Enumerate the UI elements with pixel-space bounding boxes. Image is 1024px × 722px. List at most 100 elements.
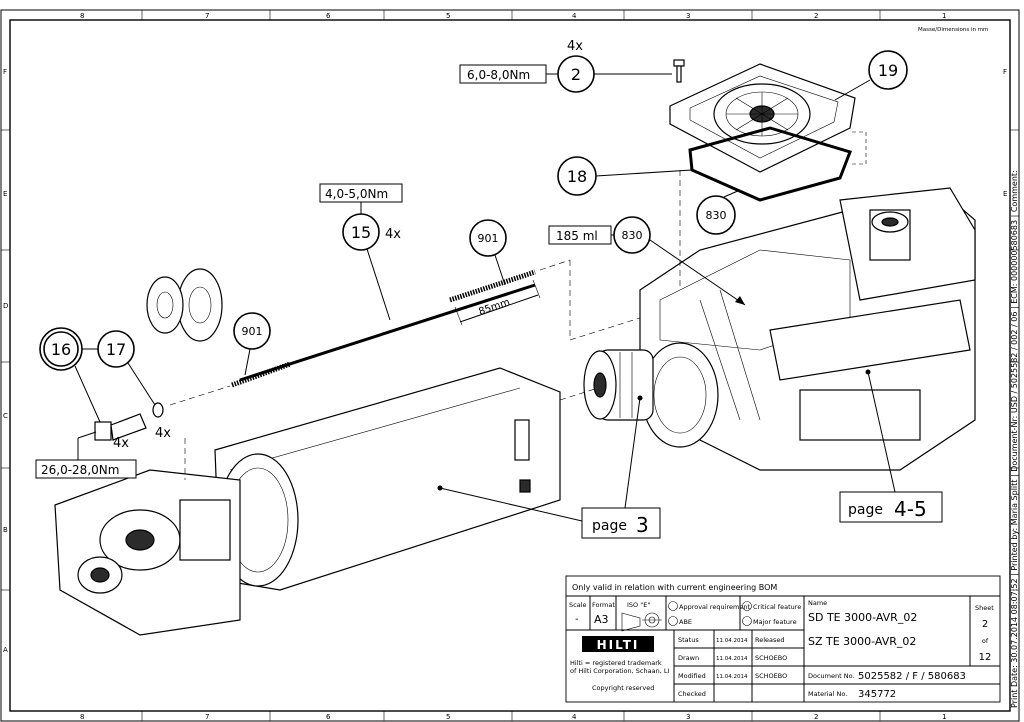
critical-label: Critical feature xyxy=(753,603,801,611)
scale-value: - xyxy=(575,614,579,625)
cylinder-body-part xyxy=(215,368,560,590)
cover-plate-part-19 xyxy=(670,64,855,172)
drawn-row-date: 11.04.2014 xyxy=(716,656,748,662)
callout-16-num: 16 xyxy=(51,340,71,359)
zone-left-E: E xyxy=(3,190,7,198)
torque-2-text: 6,0-8,0Nm xyxy=(467,68,530,82)
qty-16-text: 4x xyxy=(113,436,129,451)
material-no-label: Material No. xyxy=(808,690,847,698)
zone-bottom-6: 6 xyxy=(326,713,331,721)
callout-19: 19 xyxy=(835,51,907,100)
title-block: Only valid in relation with current engi… xyxy=(566,576,1000,702)
zone-bottom-8: 8 xyxy=(80,713,84,721)
name-label: Name xyxy=(808,599,827,607)
zone-right-F: F xyxy=(1003,68,1007,76)
callout-15: 4,0-5,0Nm 15 4x xyxy=(320,184,402,320)
piston-part xyxy=(584,350,653,420)
sheet-of-label: of xyxy=(982,637,989,645)
threaded-rod-part-901-right xyxy=(450,272,535,300)
callout-2: 6,0-8,0Nm 2 4x xyxy=(460,39,672,92)
page-3-word: page xyxy=(592,518,627,534)
approval-label: Approval requirement xyxy=(679,603,750,611)
callout-16: 16 xyxy=(40,328,100,422)
threaded-rod-part-901-left xyxy=(232,364,290,385)
drawn-row: Drawn 11.04.2014 SCHOEBO xyxy=(678,654,787,662)
zone-top-4: 4 xyxy=(572,12,577,20)
callout-901-left: 901 xyxy=(234,313,270,375)
drawing-name-2: SZ TE 3000-AVR_02 xyxy=(808,635,916,648)
washer-detail-part-17 xyxy=(147,269,222,417)
iso-label: ISO "E" xyxy=(627,601,650,609)
callout-17: 17 xyxy=(82,331,155,405)
zone-bottom-3: 3 xyxy=(686,713,690,721)
zone-left-B: B xyxy=(3,526,8,534)
material-no-value: 345772 xyxy=(858,689,896,700)
drawn-row-label: Drawn xyxy=(678,654,699,662)
scale-label: Scale xyxy=(569,601,587,609)
long-bolt-part-15 xyxy=(240,285,535,380)
copyright-text: Copyright reserved xyxy=(592,684,654,692)
status-row-label: Status xyxy=(678,636,699,644)
document-no-label: Document No. xyxy=(808,672,855,680)
drawing-name-1: SD TE 3000-AVR_02 xyxy=(808,611,917,624)
modified-row-value: SCHOEBO xyxy=(755,672,787,680)
callout-830-seal-num: 830 xyxy=(706,209,727,222)
zone-right-E: E xyxy=(1003,190,1007,198)
grease-volume-text: 185 ml xyxy=(556,229,598,243)
callout-830-seal: 830 xyxy=(697,190,740,234)
torque-16-text: 26,0-28,0Nm xyxy=(41,463,119,477)
checked-row-label: Checked xyxy=(678,690,706,698)
status-row-date: 11.04.2014 xyxy=(716,638,748,644)
zone-left-C: C xyxy=(3,412,8,420)
zone-bottom-1: 1 xyxy=(942,713,946,721)
zone-top-7: 7 xyxy=(205,12,209,20)
zone-top-3: 3 xyxy=(686,12,690,20)
status-row: Status 11.04.2014 Released xyxy=(678,636,785,644)
document-no-value: 5025582 / F / 580683 xyxy=(858,671,966,682)
page-3-num: 3 xyxy=(636,513,649,537)
zone-left-D: D xyxy=(3,302,8,310)
modified-row-label: Modified xyxy=(678,672,706,680)
sheet-number: 2 xyxy=(982,619,988,630)
zone-top-6: 6 xyxy=(326,12,331,20)
trademark-line-1: Hilti = registered trademark xyxy=(570,659,662,667)
zone-top-5: 5 xyxy=(446,12,450,20)
zone-bottom-5: 5 xyxy=(446,713,450,721)
zone-bottom-2: 2 xyxy=(814,713,818,721)
callout-19-num: 19 xyxy=(878,61,898,80)
callout-901-left-num: 901 xyxy=(242,325,263,338)
zone-bottom-7: 7 xyxy=(205,713,209,721)
trademark-line-2: of Hilti Corporation, Schaan, LI xyxy=(570,667,669,675)
zone-left-F: F xyxy=(3,68,7,76)
zone-left-A: A xyxy=(3,646,8,654)
status-row-value: Released xyxy=(755,636,785,644)
zone-top-2: 2 xyxy=(814,12,818,20)
callout-15-num: 15 xyxy=(351,223,371,242)
sheet-total: 12 xyxy=(979,652,992,663)
callout-2-num: 2 xyxy=(571,65,581,84)
screw-part-2 xyxy=(674,60,684,82)
modified-row: Modified 11.04.2014 SCHOEBO xyxy=(678,672,787,680)
drawn-row-value: SCHOEBO xyxy=(755,654,787,662)
modified-row-date: 11.04.2014 xyxy=(716,674,748,680)
zone-bottom-4: 4 xyxy=(572,713,577,721)
callout-17-num: 17 xyxy=(106,340,126,359)
zone-top-1: 1 xyxy=(942,12,946,20)
page-4-5-word: page xyxy=(848,502,883,518)
callout-830-grease-num: 830 xyxy=(622,229,643,242)
dimension-85mm-text: 85mm xyxy=(477,297,511,318)
format-label: Format xyxy=(592,601,615,609)
format-value: A3 xyxy=(594,613,609,626)
callout-901-right-num: 901 xyxy=(478,232,499,245)
zone-top-8: 8 xyxy=(80,12,84,20)
front-nose-part xyxy=(55,470,240,635)
sheet-label: Sheet xyxy=(975,604,994,612)
checked-row: Checked xyxy=(678,690,706,698)
gear-housing-part xyxy=(640,188,975,470)
callout-2-qty: 4x xyxy=(567,39,583,54)
page-4-5-num: 4-5 xyxy=(894,497,927,521)
units-note: Masse/Dimensions in mm xyxy=(918,27,988,33)
print-info-side-text: Print Date: 30.07.2014 08:07:52 | Printe… xyxy=(1010,170,1019,708)
hilti-logo-text: HILTI xyxy=(597,638,640,652)
